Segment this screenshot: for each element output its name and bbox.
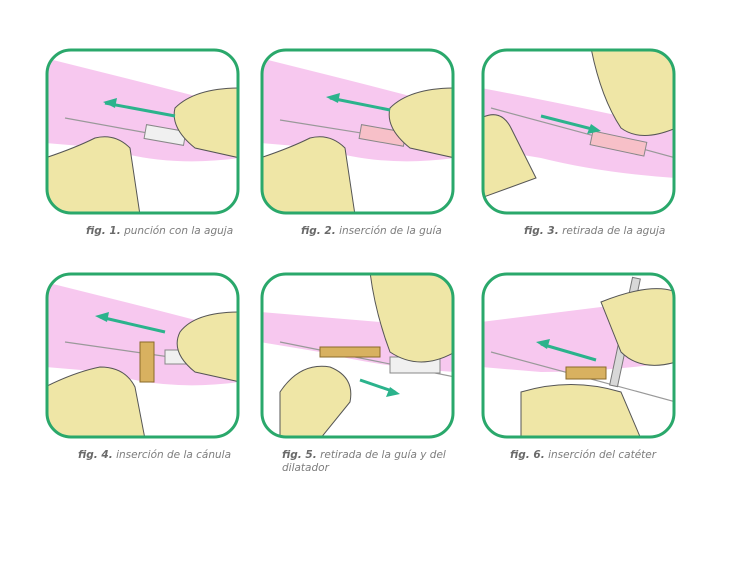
figure-text: punción con la aguja bbox=[124, 225, 234, 237]
arrow-head bbox=[103, 98, 117, 108]
panel-frame bbox=[481, 48, 676, 215]
panel-frame bbox=[45, 48, 240, 215]
figure-number: fig. 5. bbox=[282, 449, 317, 461]
figure-1-caption: fig. 1. punción con la aguja bbox=[86, 225, 246, 238]
syringe bbox=[589, 130, 648, 157]
glove-right bbox=[388, 87, 453, 159]
figure-text: retirada de la guía y del dilatador bbox=[282, 449, 446, 474]
arrow-head bbox=[386, 387, 400, 397]
arrow-head bbox=[587, 124, 601, 134]
glove-right bbox=[173, 87, 238, 159]
glove-left bbox=[47, 366, 146, 437]
figure-4-panel bbox=[45, 272, 240, 439]
direction-arrow bbox=[329, 96, 391, 112]
glove-right bbox=[369, 274, 453, 363]
figure-number: fig. 1. bbox=[86, 225, 121, 237]
figure-5-panel bbox=[260, 272, 455, 439]
figure-4-caption: fig. 4. inserción de la cánula bbox=[78, 449, 253, 462]
figure-5-caption: fig. 5. retirada de la guía y del dilata… bbox=[282, 449, 462, 475]
panel-frame bbox=[481, 272, 676, 439]
direction-arrow bbox=[540, 342, 597, 362]
glove-right bbox=[590, 50, 674, 136]
glove-right bbox=[176, 311, 238, 383]
figure-2-panel bbox=[260, 48, 455, 215]
direction-arrow bbox=[99, 315, 166, 334]
figure-6-panel bbox=[481, 272, 676, 439]
figure-number: fig. 3. bbox=[524, 225, 559, 237]
figure-number: fig. 2. bbox=[301, 225, 336, 237]
direction-arrow bbox=[104, 101, 176, 118]
figure-2-caption: fig. 2. inserción de la guía bbox=[301, 225, 461, 238]
direction-arrow bbox=[540, 114, 597, 132]
figure-6-caption: fig. 6. inserción del catéter bbox=[510, 449, 685, 462]
cannula-hub bbox=[565, 366, 607, 380]
arrow-head bbox=[536, 339, 550, 349]
arrow-head bbox=[95, 312, 109, 322]
figure-3-caption: fig. 3. retirada de la aguja bbox=[524, 225, 684, 238]
panel-frame bbox=[260, 48, 455, 215]
figure-text: inserción del catéter bbox=[548, 449, 657, 461]
arrow-head bbox=[326, 93, 340, 103]
panel-frame bbox=[45, 272, 240, 439]
glove-bottom bbox=[520, 384, 642, 437]
glove-right bbox=[600, 288, 674, 366]
panel-frame bbox=[260, 272, 455, 439]
glove-left bbox=[279, 365, 352, 437]
figure-number: fig. 6. bbox=[510, 449, 545, 461]
glove-left bbox=[47, 136, 141, 213]
cannula-hub bbox=[319, 346, 381, 358]
figure-text: retirada de la aguja bbox=[562, 225, 666, 237]
glove-left bbox=[483, 114, 537, 199]
arm-skin bbox=[483, 88, 674, 178]
cannula-hub bbox=[139, 341, 155, 383]
figure-text: inserción de la cánula bbox=[116, 449, 232, 461]
glove-left bbox=[262, 136, 356, 213]
figure-text: inserción de la guía bbox=[339, 225, 442, 237]
figure-number: fig. 4. bbox=[78, 449, 113, 461]
figure-1-panel bbox=[45, 48, 240, 215]
figure-3-panel bbox=[481, 48, 676, 215]
